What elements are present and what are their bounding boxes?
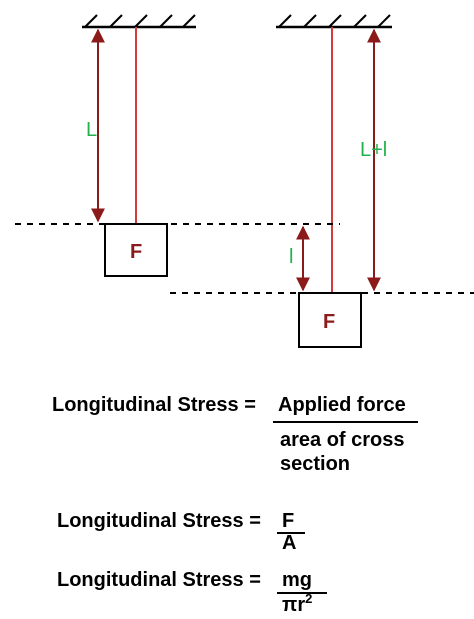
eq1-denominator-line2: section (280, 453, 351, 475)
right-weight: F (298, 292, 362, 348)
eq3-denominator-base: πr (282, 594, 306, 616)
left-weight-label: F (130, 241, 142, 263)
eq2-numerator: F (282, 510, 295, 532)
eq1-fraction-bar (273, 421, 418, 423)
eq1-lhs: Longitudinal Stress = (52, 394, 256, 416)
label-L: L (86, 119, 97, 141)
stretching-wire-diagram: L L+l l F F (15, 14, 474, 348)
eq2-fraction-bar (277, 532, 305, 534)
eq2-denominator: A (282, 532, 297, 554)
eq3-numerator: mg (282, 569, 312, 591)
left-ceiling-support (82, 14, 196, 29)
eq2-lhs: Longitudinal Stress = (57, 510, 261, 532)
eq1-numerator: Applied force (278, 394, 406, 416)
left-weight: F (104, 223, 168, 277)
eq3-denominator: πr2 (282, 591, 313, 617)
eq3-exponent: 2 (305, 591, 313, 606)
eq3-lhs: Longitudinal Stress = (57, 569, 261, 591)
eq1-denominator-line1: area of cross (280, 429, 405, 451)
eq3-fraction-bar (277, 592, 327, 594)
label-L-plus-l: L+l (360, 139, 387, 161)
right-weight-label: F (323, 311, 335, 333)
right-ceiling-support (276, 14, 392, 29)
label-l: l (289, 246, 293, 268)
